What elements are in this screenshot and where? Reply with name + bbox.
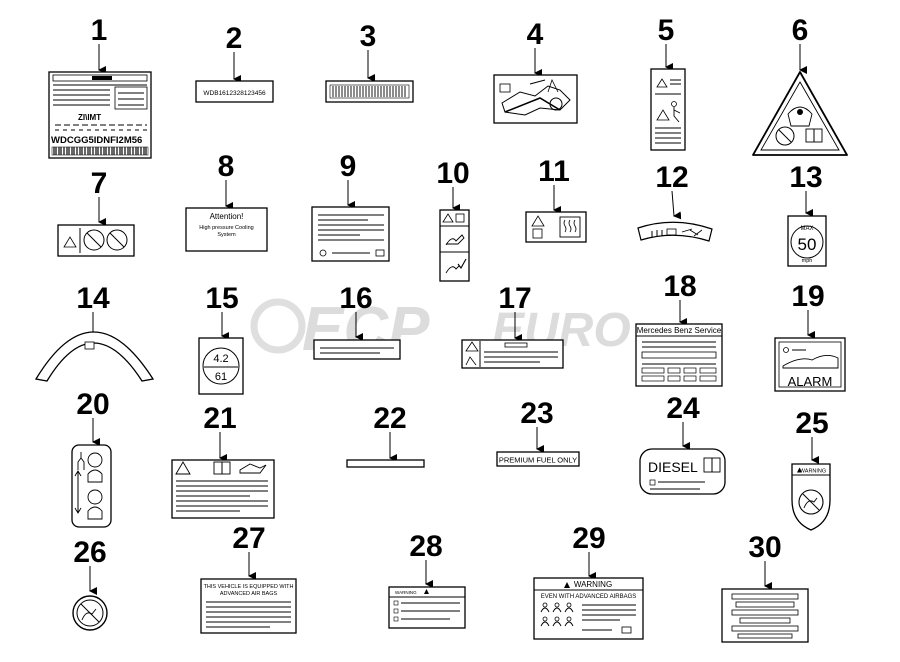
callout-30: 30 (748, 531, 781, 564)
label-15-top: 4.2 (213, 353, 228, 365)
label-24-diesel: DIESEL (639, 448, 726, 495)
callout-18: 18 (663, 270, 696, 303)
callout-17: 17 (498, 282, 531, 315)
label-29-title: WARNING (574, 580, 612, 589)
callout-6: 6 (792, 14, 809, 47)
oil-can-icon (239, 463, 267, 474)
label-27-line-2: ADVANCED AIR BAGS (220, 591, 278, 597)
label-2-code-text: WDB1612328123456 (203, 90, 266, 97)
label-22-strip (346, 459, 425, 468)
callout-24: 24 (666, 392, 700, 425)
callout-10: 10 (436, 157, 469, 190)
callout-7: 7 (91, 167, 108, 200)
label-19-text: ALARM (788, 374, 833, 389)
callout-26: 26 (73, 536, 106, 569)
label-29-subtitle: EVEN WITH ADVANCED AIRBAGS (541, 594, 637, 600)
label-13-max-speed: MAX 50 mph (787, 215, 827, 267)
label-20-seat-label (71, 444, 112, 528)
label-13-speed: 50 (798, 235, 817, 254)
label-17-warning-strip (461, 339, 564, 369)
label-27-advanced-airbags: THIS VEHICLE IS EQUIPPED WITH ADVANCED A… (200, 578, 297, 634)
label-10-seat-label (439, 209, 470, 282)
label-23-premium-fuel: PREMIUM FUEL ONLY (496, 451, 580, 467)
label-1-vin-text: WDCGG5IDNFI2M56 (51, 135, 142, 146)
label-28-text: WARNING (395, 590, 417, 595)
callout-22: 22 (373, 402, 406, 435)
label-8-line-1: High pressure Cooling (199, 225, 253, 231)
airbag-child-seat-icon (83, 229, 105, 251)
label-19-alarm: ALARM (774, 337, 846, 392)
label-13-unit: mph (802, 258, 813, 264)
label-21-warning-panel (171, 459, 275, 519)
callout-5: 5 (658, 14, 675, 47)
warning-triangle-icon (656, 78, 668, 88)
label-18-service-label: Mercedes Benz Service (635, 323, 723, 387)
label-25-warning-shield: WARNING (791, 463, 831, 531)
label-23-text: PREMIUM FUEL ONLY (499, 456, 577, 465)
label-6-triangle-warning (752, 71, 848, 156)
label-1-mid-text: ZI\IMT (78, 113, 101, 122)
label-27-line-1: THIS VEHICLE IS EQUIPPED WITH (204, 584, 294, 590)
callout-13: 13 (789, 161, 822, 194)
callout-15: 15 (205, 282, 238, 315)
label-15-tire-pressure: 4.2 61 (198, 337, 244, 395)
label-29-airbag-warning: WARNING EVEN WITH ADVANCED AIRBAGS (533, 577, 644, 640)
label-5-warning-label (650, 68, 686, 151)
callout-1: 1 (91, 14, 108, 47)
label-8-title: Attention! (210, 212, 244, 221)
callout-20: 20 (76, 388, 109, 421)
label-4-engine-diagram (493, 74, 578, 124)
label-1-vin-plate: ZI\IMT WDCGG5IDNFI2M56 (48, 71, 152, 159)
label-9-text-panel (311, 206, 390, 262)
callout-23: 23 (520, 397, 553, 430)
label-8-line-2: System (217, 232, 236, 238)
label-16-strip (313, 339, 401, 360)
heat-icon (559, 216, 581, 238)
callout-19: 19 (791, 280, 824, 313)
callout-14: 14 (76, 282, 110, 315)
callout-4: 4 (527, 18, 544, 51)
callout-12: 12 (655, 161, 688, 194)
label-24-text: DIESEL (648, 459, 698, 475)
callout-11: 11 (538, 155, 570, 188)
callout-8: 8 (218, 150, 235, 183)
callout-21: 21 (203, 402, 236, 435)
callout-27: 27 (232, 522, 265, 555)
callout-25: 25 (795, 407, 828, 440)
label-28-warning: WARNING (388, 586, 466, 629)
callout-16: 16 (339, 282, 372, 315)
label-26-round-prohibition (72, 595, 108, 631)
label-2-code-strip: WDB1612328123456 (195, 80, 274, 103)
label-14-fender-arch (34, 331, 155, 382)
callout-numbers: 1 2 3 4 5 6 7 8 9 10 11 12 13 14 15 16 1… (73, 14, 829, 595)
label-3-barcode-strip (325, 80, 414, 103)
callout-3: 3 (360, 20, 377, 53)
label-8-cooling-system: Attention! High pressure Cooling System (185, 207, 268, 252)
label-11-heat-warning (525, 211, 587, 243)
callout-2: 2 (226, 22, 243, 55)
prohibition-icon (775, 126, 795, 146)
label-7-airbag-strip (57, 224, 135, 257)
label-18-title: Mercedes Benz Service (637, 326, 722, 335)
callout-9: 9 (340, 150, 357, 183)
label-25-text: WARNING (800, 469, 826, 475)
callout-29: 29 (572, 522, 605, 555)
callout-28: 28 (409, 530, 442, 563)
arrow-12 (671, 190, 682, 220)
label-15-bottom: 61 (215, 371, 227, 383)
label-13-max: MAX (800, 226, 813, 232)
watermark: ECP EURO (250, 295, 631, 364)
label-12-arc-label (637, 221, 713, 242)
label-30-text-panel (721, 588, 809, 643)
